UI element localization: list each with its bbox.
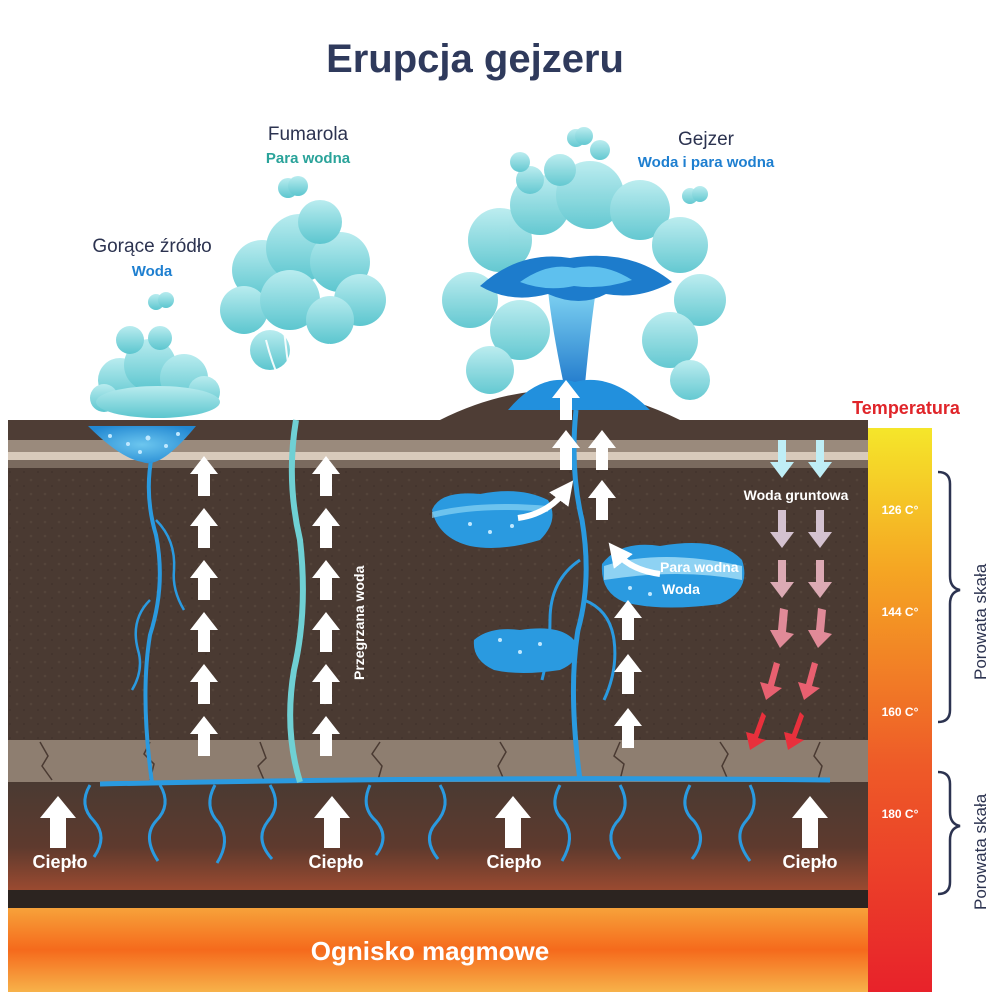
fumarole: Fumarola Para wodna xyxy=(220,124,386,783)
heat-arrow xyxy=(792,796,828,848)
hot-spring-name: Gorące źródło xyxy=(92,236,211,257)
geyser-steam-cloud xyxy=(442,127,726,400)
heat-arrow xyxy=(314,796,350,848)
geyser-subtitle: Woda i para wodna xyxy=(638,154,775,171)
temperature-scale: Temperatura 126 C° 144 C° 160 C° 180 C° xyxy=(852,398,961,992)
fumarole-channel xyxy=(287,419,306,783)
heat-label: Ciepło xyxy=(32,852,87,872)
hot-spring-steam-cloud xyxy=(90,292,220,418)
temperature-value: 160 C° xyxy=(882,705,919,719)
rising-water-arrows xyxy=(190,456,340,756)
geyser-name: Gejzer xyxy=(678,129,735,150)
steam-label: Para wodna xyxy=(660,559,739,575)
diagram-title: Erupcja gejzeru xyxy=(326,37,624,81)
temperature-title: Temperatura xyxy=(852,398,961,418)
rock-layer-braces xyxy=(937,470,961,896)
rock-layer-label: Porowata skała xyxy=(971,793,990,910)
geyser-vent-mound xyxy=(508,379,650,410)
geyser: Gejzer Woda i para wodna xyxy=(432,127,775,781)
fumarole-name: Fumarola xyxy=(268,124,349,145)
heat-arrow xyxy=(495,796,531,848)
fumarole-subtitle: Para wodna xyxy=(266,150,351,167)
fumarole-steam-cloud xyxy=(220,176,386,370)
groundwater-label: Woda gruntowa xyxy=(744,487,849,503)
pool-bubbles xyxy=(108,432,180,454)
magma-label: Ognisko magmowe xyxy=(311,936,549,966)
heat-label: Ciepło xyxy=(782,852,837,872)
groundwater-channel xyxy=(99,776,831,787)
water-label: Woda xyxy=(662,581,700,597)
heat-label: Ciepło xyxy=(308,852,363,872)
ground-layers xyxy=(8,390,868,992)
rock-layer-label: Porowata skała xyxy=(971,563,990,680)
geyser-conduit xyxy=(570,409,589,781)
hot-spring-channel xyxy=(143,454,162,784)
heat-arrows xyxy=(40,796,828,848)
geyser-arrows xyxy=(552,380,642,748)
geyser-water-column xyxy=(548,290,596,395)
hot-spring-subtitle: Woda xyxy=(132,263,173,280)
temperature-value: 180 C° xyxy=(882,807,919,821)
heat-label: Ciepło xyxy=(486,852,541,872)
hot-spring: Gorące źródło Woda xyxy=(88,236,220,784)
temperature-value: 144 C° xyxy=(882,605,919,619)
groundwater-arrows xyxy=(746,440,832,750)
water-pocket-lower xyxy=(473,628,577,673)
temperature-gradient-bar xyxy=(868,428,932,992)
heat-arrow xyxy=(40,796,76,848)
heat-roots xyxy=(83,784,756,864)
hot-spring-pool xyxy=(88,426,196,464)
superheated-water-label: Przegrzana woda xyxy=(351,565,367,680)
temperature-value: 126 C° xyxy=(882,503,919,517)
